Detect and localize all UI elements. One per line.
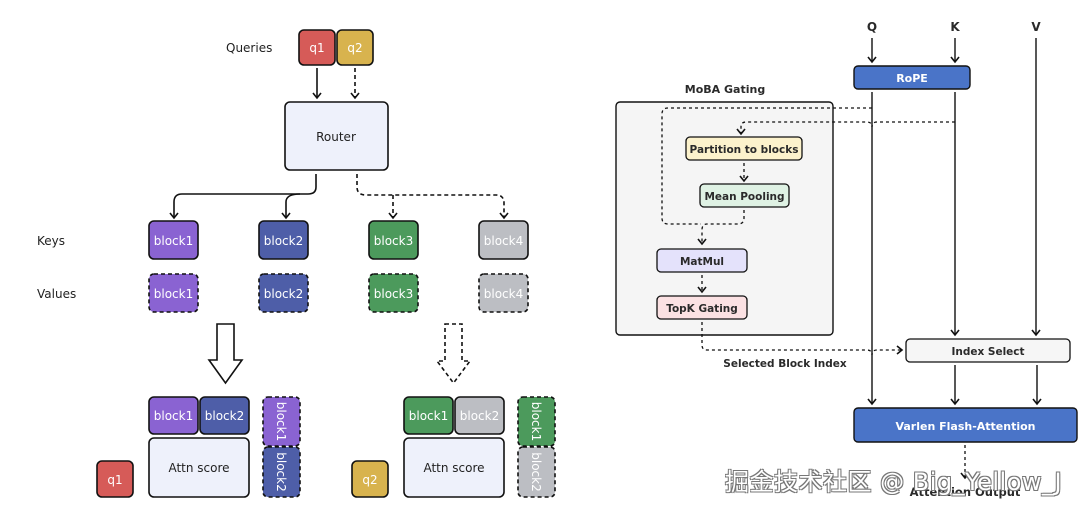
value-block1: block1 xyxy=(148,273,199,313)
panel1-value-block2: block2 xyxy=(262,446,301,498)
value-block2: block2 xyxy=(258,273,309,313)
rope-box: RoPE xyxy=(853,65,971,90)
dashed-k-to-partition xyxy=(736,121,955,136)
mean-pooling-box: Mean Pooling xyxy=(699,183,790,208)
matmul-label: MatMul xyxy=(680,256,724,268)
values-label: Values xyxy=(37,287,76,301)
key-block1-label: block1 xyxy=(154,234,193,248)
partition-box: Partition to blocks xyxy=(685,136,803,161)
index-select-box: Index Select xyxy=(905,338,1071,363)
moba-title: MoBA Gating xyxy=(685,83,765,96)
router-box: Router xyxy=(284,101,389,171)
router-label: Router xyxy=(316,130,356,144)
arrow-router-block1 xyxy=(169,174,317,220)
partition-label: Partition to blocks xyxy=(690,144,799,156)
panel2-key-block2-label: block2 xyxy=(460,409,499,423)
matmul-box: MatMul xyxy=(656,248,748,273)
topk-gating-box: TopK Gating xyxy=(656,295,748,320)
panel2-value-block2-label: block2 xyxy=(529,452,543,491)
panel1-attn-score-label: Attn score xyxy=(168,461,229,475)
query-q1: q1 xyxy=(298,29,336,66)
key-block4-label: block4 xyxy=(484,234,523,248)
panel1-key-block1-label: block1 xyxy=(154,409,193,423)
panel2-key-block1: block1 xyxy=(403,396,454,435)
input-k-label: K xyxy=(950,20,960,34)
key-block2: block2 xyxy=(258,220,309,260)
watermark: 掘金技术社区 @ Big_Yellow_J xyxy=(725,468,1063,496)
panel2-attn-score: Attn score xyxy=(403,437,505,498)
panel2-q2-label: q2 xyxy=(362,473,377,487)
panel1-value-block2-label: block2 xyxy=(274,452,288,491)
value-block3: block3 xyxy=(368,273,419,313)
arrow-router-block4 xyxy=(356,174,509,220)
key-block2-label: block2 xyxy=(264,234,303,248)
keys-label: Keys xyxy=(37,234,65,248)
value-block3-label: block3 xyxy=(374,287,413,301)
mean-pooling-label: Mean Pooling xyxy=(704,191,784,203)
key-block3-label: block3 xyxy=(374,234,413,248)
q1-label: q1 xyxy=(309,41,324,55)
selected-block-index-label: Selected Block Index xyxy=(723,358,847,370)
panel2-key-block2: block2 xyxy=(454,396,505,435)
panel1-value-block1: block1 xyxy=(262,396,301,447)
panel1-query-q1: q1 xyxy=(96,460,134,498)
big-arrow-dashed xyxy=(435,323,472,385)
input-q-label: Q xyxy=(867,20,877,34)
panel2-query-q2: q2 xyxy=(351,460,389,498)
big-arrow-solid xyxy=(207,323,244,385)
value-block2-label: block2 xyxy=(264,287,303,301)
value-block4-label: block4 xyxy=(484,287,523,301)
arrow-router-block2 xyxy=(281,193,301,220)
key-block1: block1 xyxy=(148,220,199,260)
panel1-attn-score: Attn score xyxy=(148,437,250,498)
dashed-q-to-matmul xyxy=(661,107,872,225)
panel2-key-block1-label: block1 xyxy=(409,409,448,423)
q2-label: q2 xyxy=(347,41,362,55)
panel2-value-block1-label: block1 xyxy=(529,402,543,441)
rope-label: RoPE xyxy=(896,72,928,85)
panel2-attn-score-label: Attn score xyxy=(423,461,484,475)
input-v-label: V xyxy=(1031,20,1041,34)
arrow-topk-indexselect xyxy=(701,322,904,356)
panel1-key-block1: block1 xyxy=(148,396,199,435)
panel2-value-block1: block1 xyxy=(517,396,556,447)
value-block4: block4 xyxy=(478,273,529,313)
panel1-key-block2: block2 xyxy=(199,396,250,435)
arrow-pooling-matmul xyxy=(697,210,745,246)
index-select-label: Index Select xyxy=(951,346,1024,358)
key-block3: block3 xyxy=(368,220,419,260)
flash-attention-label: Varlen Flash-Attention xyxy=(895,420,1035,433)
flash-attention-box: Varlen Flash-Attention xyxy=(853,407,1078,443)
query-q2: q2 xyxy=(336,29,374,66)
panel2-value-block2: block2 xyxy=(517,446,556,498)
panel1-value-block1-label: block1 xyxy=(274,402,288,441)
queries-label: Queries xyxy=(226,41,272,55)
panel1-q1-label: q1 xyxy=(107,473,122,487)
topk-label: TopK Gating xyxy=(666,303,738,315)
attention-output-label: Attention Output xyxy=(910,485,1021,499)
value-block1-label: block1 xyxy=(154,287,193,301)
panel1-key-block2-label: block2 xyxy=(205,409,244,423)
key-block4: block4 xyxy=(478,220,529,260)
